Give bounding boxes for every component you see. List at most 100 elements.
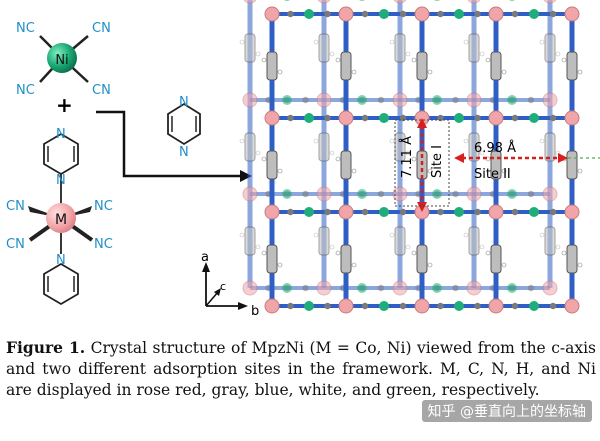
metal-atom (543, 0, 557, 4)
carbon-atom (361, 114, 369, 122)
metal-atom (243, 0, 257, 4)
hydrogen-atom (539, 39, 545, 45)
nickel-atom (454, 301, 464, 311)
metal-atom (488, 204, 504, 220)
metal-atom (316, 280, 332, 296)
hydrogen-atom (405, 51, 411, 57)
hydrogen-atom (539, 138, 545, 144)
carbon-atom (474, 114, 481, 122)
nickel-atom (47, 43, 77, 73)
hydrogen-atom (577, 168, 583, 174)
carbon-atom (399, 302, 407, 310)
metal-atom (316, 92, 332, 108)
metal-atom (564, 110, 580, 126)
pyrazine-ring (394, 226, 406, 256)
hydrogen-atom (479, 150, 485, 156)
carbon-atom (474, 302, 481, 310)
hydrogen-atom (239, 232, 245, 238)
pyrazine-ring (340, 150, 352, 180)
hydrogen-atom (277, 69, 283, 75)
hydrogen-atom (463, 39, 469, 45)
nickel-atom (434, 0, 440, 1)
structure-figure: Ni NC CN NC CN + N N M CN NC CN NC N (6, 0, 600, 319)
hydrogen-atom (479, 244, 485, 250)
m-label: M (55, 212, 67, 228)
hydrogen-atom (411, 250, 417, 256)
hydrogen-atom (277, 168, 283, 174)
hydrogen-atom (329, 244, 335, 250)
hydrogen-atom (329, 51, 335, 57)
hydrogen-atom (463, 138, 469, 144)
pyrazine-ring (490, 244, 502, 274)
carbon-atom (549, 302, 557, 310)
metal-atom (488, 110, 504, 126)
cn-label: CN (92, 83, 111, 98)
pyrazine-ring (266, 244, 278, 274)
hydrogen-atom (501, 168, 507, 174)
metal-atom (46, 203, 76, 233)
site1-distance: 7.11 Å (399, 136, 415, 178)
metal-atom (338, 204, 354, 220)
metal-atom (564, 6, 580, 22)
nickel-atom (507, 283, 517, 293)
hydrogen-atom (261, 57, 267, 63)
hydrogen-atom (405, 244, 411, 250)
hydrogen-atom (411, 57, 417, 63)
hydrogen-atom (427, 168, 433, 174)
carbon-atom (287, 208, 294, 216)
hydrogen-atom (405, 150, 411, 156)
axis-c-label: c (220, 280, 226, 293)
cn-label: NC (16, 83, 35, 98)
metal-atom (467, 0, 481, 4)
nickel-atom (359, 0, 365, 1)
hydrogen-atom (255, 244, 261, 250)
metal-atom (338, 110, 354, 126)
nickel-atom (454, 207, 464, 217)
site1-label: Site I (430, 145, 445, 178)
hydrogen-atom (479, 51, 485, 57)
metal-atom (393, 0, 407, 4)
pyrazine-n-label: N (56, 253, 66, 268)
carbon-atom (324, 208, 331, 216)
carbon-atom (527, 284, 535, 292)
nickel-atom (282, 283, 292, 293)
hydrogen-atom (577, 262, 583, 268)
carbon-atom (287, 10, 294, 18)
nickel-atom (507, 95, 517, 105)
hydrogen-atom (313, 232, 319, 238)
hydrogen-atom (463, 232, 469, 238)
pyrazine-ring (544, 33, 556, 63)
carbon-atom (549, 10, 557, 18)
hydrogen-atom (255, 150, 261, 156)
nickel-atom (304, 113, 314, 123)
metal-atom (414, 6, 430, 22)
pyrazine-ring (318, 33, 330, 63)
pyrazine-ring (318, 132, 330, 162)
carbon-atom (377, 96, 385, 104)
pyrazine-n-label: N (179, 95, 189, 110)
metal-atom (242, 92, 258, 108)
hydrogen-atom (577, 69, 583, 75)
m-cn-label: CN (6, 237, 25, 252)
hydrogen-atom (561, 250, 567, 256)
ni-cn4-unit: Ni NC CN NC CN (16, 21, 111, 98)
metal-atom (488, 298, 504, 314)
carbon-atom (452, 96, 459, 104)
nickel-atom (304, 207, 314, 217)
carbon-atom (452, 190, 459, 198)
nickel-atom (529, 9, 539, 19)
metal-atom (466, 280, 482, 296)
site-annotations: 7.11 Å Site I 6.98 Å Site II (394, 118, 600, 212)
pyrazine-ring (340, 51, 352, 81)
metal-atom (564, 204, 580, 220)
nickel-atom (357, 283, 367, 293)
nickel-atom (304, 301, 314, 311)
pyrazine-ring (318, 226, 330, 256)
nickel-atom (282, 189, 292, 199)
metal-atom (392, 186, 408, 202)
carbon-atom (287, 302, 294, 310)
hydrogen-atom (335, 57, 341, 63)
carbon-atom (302, 96, 309, 104)
pyrazine-ring (394, 33, 406, 63)
nickel-atom (379, 207, 389, 217)
